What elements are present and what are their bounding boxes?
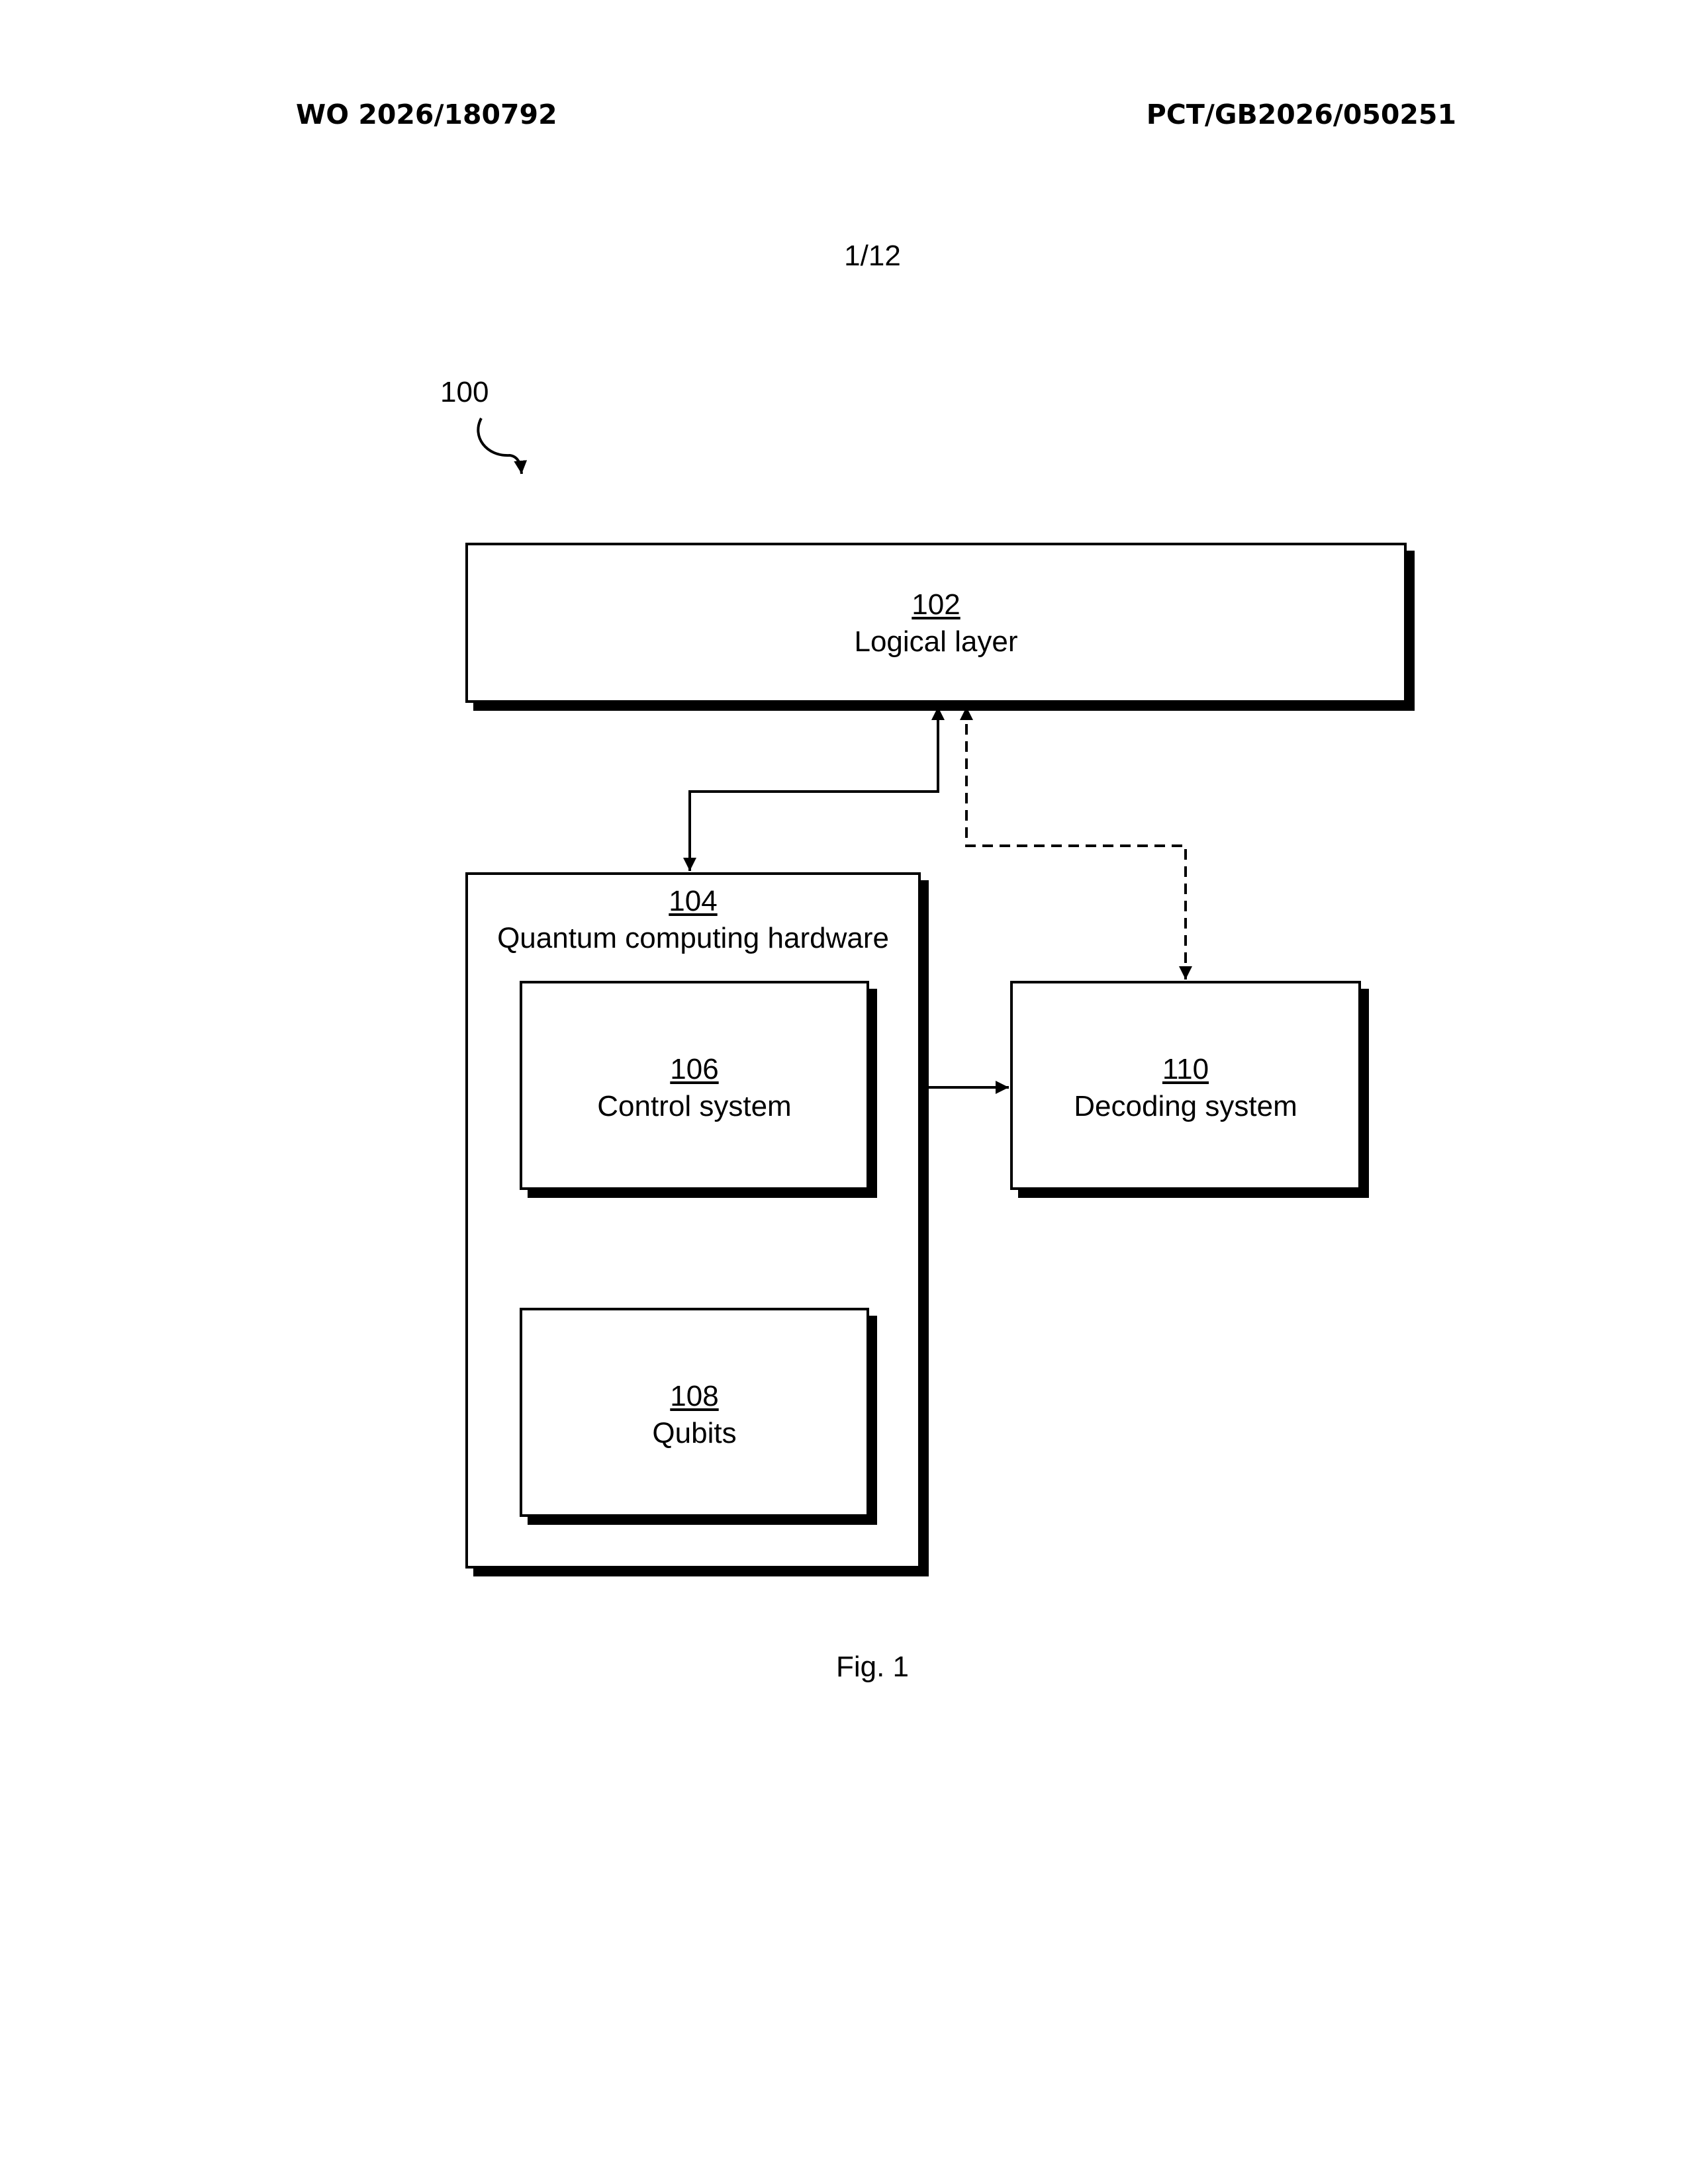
logical-layer-block: 102 Logical layer <box>465 543 1407 703</box>
block-label: Qubits <box>522 1415 867 1452</box>
block-label: Quantum computing hardware <box>468 920 918 957</box>
figure-caption: Fig. 1 <box>0 1651 1688 1684</box>
connector-logical-to-hardware <box>690 707 938 871</box>
block-label: Logical layer <box>468 623 1404 660</box>
decoding-system-block: 110 Decoding system <box>1010 981 1361 1190</box>
block-label: Control system <box>522 1088 867 1125</box>
block-number: 110 <box>1013 1051 1358 1088</box>
block-number: 104 <box>468 883 918 920</box>
qubits-block: 108 Qubits <box>520 1308 869 1517</box>
block-number: 106 <box>522 1051 867 1088</box>
connector-logical-to-decoding <box>966 707 1186 979</box>
reference-leader-arrow <box>478 418 522 474</box>
block-number: 102 <box>468 586 1404 623</box>
control-system-block: 106 Control system <box>520 981 869 1190</box>
block-label: Decoding system <box>1013 1088 1358 1125</box>
block-number: 108 <box>522 1378 867 1415</box>
